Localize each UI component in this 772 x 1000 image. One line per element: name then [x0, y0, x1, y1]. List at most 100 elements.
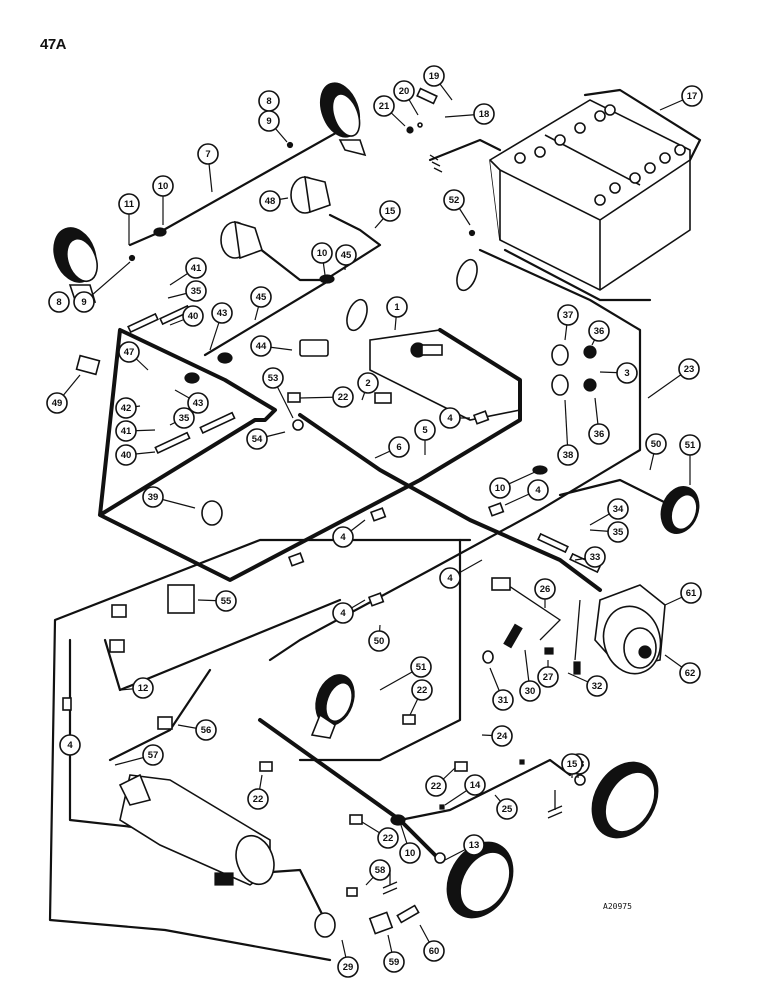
- callout-circle: [73, 291, 95, 313]
- connector-43: [184, 372, 200, 384]
- callout-label: 4: [447, 413, 453, 424]
- callout-42: 42: [115, 397, 141, 419]
- gauge-upper: [290, 175, 331, 214]
- callout-circle: [259, 190, 281, 212]
- washer: [417, 122, 423, 128]
- clip-22: [349, 814, 363, 825]
- dash-harness: [98, 328, 522, 582]
- callout-4: 4: [332, 519, 366, 548]
- callout-22: 22: [425, 767, 456, 797]
- callout-40: 40: [115, 444, 156, 466]
- callout-61: 61: [664, 582, 702, 606]
- cap-29: [314, 912, 336, 938]
- callout-label: 31: [498, 695, 509, 706]
- callout-circle: [369, 859, 391, 881]
- callout-10: 10: [399, 821, 421, 864]
- callout-circle: [185, 257, 207, 279]
- plug-52: [468, 229, 476, 237]
- callout-22: 22: [409, 679, 433, 716]
- callout-label: 2: [365, 378, 370, 389]
- callout-label: 19: [429, 71, 440, 82]
- light-switch: [75, 354, 101, 376]
- callout-label: 47: [124, 347, 135, 358]
- callout-circle: [118, 341, 140, 363]
- battery-jumper: [583, 88, 702, 162]
- callout-circle: [187, 392, 209, 414]
- battery-pair: [489, 99, 691, 291]
- nut-14: [439, 804, 445, 810]
- callout-circle: [337, 956, 359, 978]
- callout-circle: [439, 567, 461, 589]
- callout-circle: [586, 675, 608, 697]
- harness-outer-frame: [48, 538, 472, 962]
- callout-circle: [584, 546, 606, 568]
- callout-10: 10: [152, 175, 174, 225]
- callout-4: 4: [59, 715, 81, 756]
- callout-57: 57: [114, 744, 164, 766]
- ignition-switch: [369, 329, 521, 421]
- harness-23: [268, 248, 642, 662]
- callout-label: 36: [594, 429, 605, 440]
- callout-circle: [142, 744, 164, 766]
- callout-circle: [680, 582, 702, 604]
- callout-circle: [250, 335, 272, 357]
- nut: [406, 126, 414, 134]
- callout-label: 7: [205, 149, 210, 160]
- callout-label: 9: [266, 116, 271, 127]
- callout-label: 4: [447, 573, 453, 584]
- callout-label: 34: [613, 504, 624, 515]
- horn-lower: [310, 674, 355, 739]
- callout-4: 4: [332, 599, 366, 624]
- callout-label: 54: [252, 434, 263, 445]
- callout-13: 13: [444, 834, 485, 861]
- callout-circle: [332, 386, 354, 408]
- clip-33: [537, 532, 569, 554]
- callout-26: 26: [534, 578, 556, 608]
- callout-label: 41: [121, 426, 132, 437]
- callout-circle: [399, 842, 421, 864]
- solenoid-38: [551, 374, 597, 396]
- callout-32: 32: [567, 672, 608, 697]
- callout-label: 22: [253, 794, 264, 805]
- callout-label: 20: [399, 86, 410, 97]
- callout-45: 45: [250, 286, 272, 321]
- callout-circle: [527, 479, 549, 501]
- callout-label: 37: [563, 310, 574, 321]
- callout-circle: [195, 719, 217, 741]
- sender-30: [503, 623, 523, 649]
- callout-41: 41: [169, 257, 207, 286]
- ground-symbol: [429, 154, 443, 173]
- connector-43: [217, 352, 233, 364]
- callout-circle: [386, 296, 408, 318]
- callout-circle: [423, 940, 445, 962]
- callout-circle: [425, 775, 447, 797]
- callout-circle: [379, 200, 401, 222]
- callout-circle: [473, 103, 495, 125]
- starter-cable: [258, 718, 442, 862]
- callout-circle: [489, 477, 511, 499]
- callout-circle: [519, 680, 541, 702]
- headlamp-top: [319, 82, 367, 157]
- clip-22: [287, 392, 301, 403]
- clip-22: [402, 714, 416, 725]
- callout-4: 4: [504, 479, 549, 506]
- callout-3: 3: [599, 362, 638, 384]
- solenoid-37: [551, 344, 597, 366]
- clip-22: [259, 761, 273, 772]
- clip-4: [487, 502, 505, 517]
- callout-35: 35: [169, 407, 195, 429]
- callout-label: 10: [405, 848, 416, 859]
- callout-label: 36: [594, 326, 605, 337]
- callout-22: 22: [299, 386, 354, 408]
- callout-53: 53: [262, 367, 294, 419]
- callout-label: 24: [497, 731, 508, 742]
- cap-27: [544, 647, 554, 655]
- callout-circle: [311, 242, 333, 264]
- callout-56: 56: [177, 719, 217, 741]
- callout-24: 24: [481, 725, 513, 747]
- callout-label: 22: [338, 392, 349, 403]
- switch-32: [573, 661, 581, 675]
- callout-circle: [211, 302, 233, 324]
- callout-45: 45: [335, 244, 357, 271]
- wire-24: [298, 538, 462, 762]
